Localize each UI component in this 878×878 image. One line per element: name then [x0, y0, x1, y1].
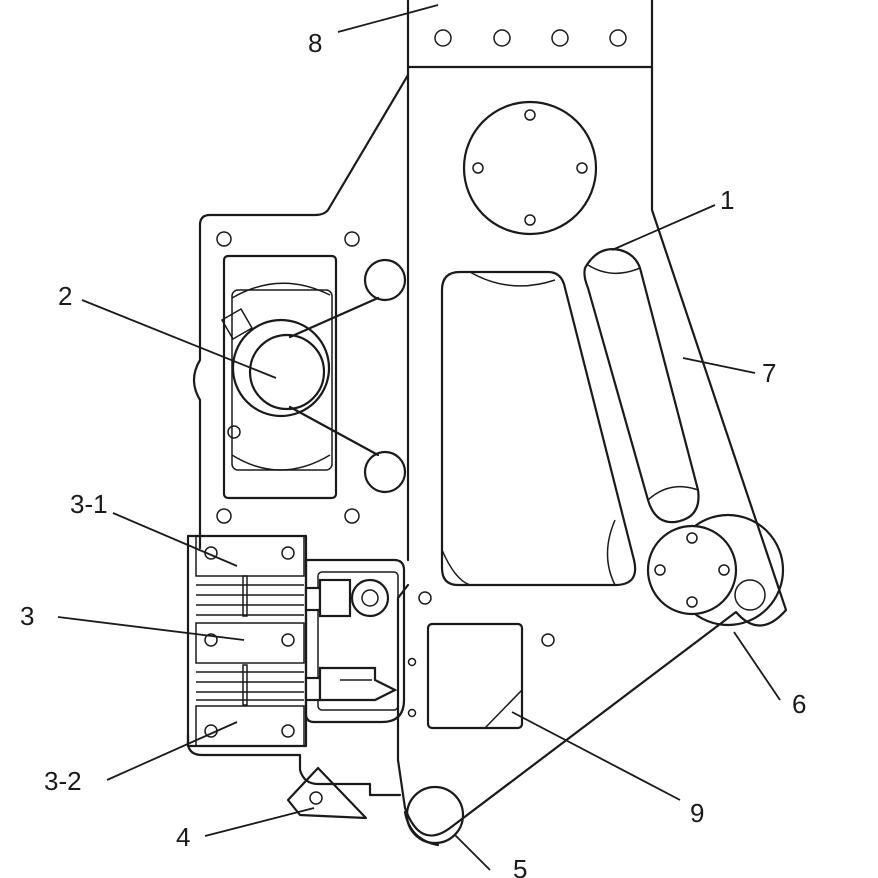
wedge: [286, 766, 368, 820]
label-7: 7: [762, 358, 776, 388]
pulley: [418, 513, 785, 647]
square-plate: [407, 622, 524, 730]
label-1: 1: [720, 185, 734, 215]
slot-link: [583, 248, 700, 524]
main-plate: [396, 65, 788, 837]
leader-lines: [57, 4, 781, 871]
label-6: 6: [792, 689, 806, 719]
label-4: 4: [176, 822, 190, 852]
clamp-assembly: [186, 534, 406, 748]
label-2: 2: [58, 281, 72, 311]
bottom-wheel: [403, 785, 465, 847]
label-3-2: 3-2: [44, 766, 82, 796]
label-3-1: 3-1: [70, 489, 108, 519]
label-8: 8: [308, 28, 322, 58]
top-bracket: [406, 0, 654, 69]
labels: 8 1 2 7 3-1 3 6 3-2 9 4 5: [20, 28, 806, 878]
label-3: 3: [20, 601, 34, 631]
label-9: 9: [690, 798, 704, 828]
left-plate: [186, 73, 410, 797]
label-5: 5: [513, 854, 527, 878]
